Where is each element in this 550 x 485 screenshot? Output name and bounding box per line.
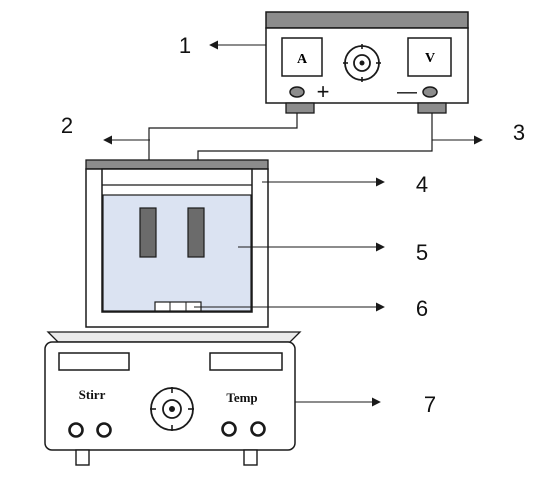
positive-terminal — [289, 86, 305, 98]
temp-label: Temp — [226, 390, 257, 405]
callout-1: 1 — [179, 33, 191, 58]
ammeter-label: A — [297, 52, 308, 67]
stirrer-hotplate: Stirr Temp — [44, 331, 302, 466]
cell-lid — [85, 159, 269, 170]
voltmeter-label: V — [425, 51, 435, 66]
hotplate-foot-right — [243, 449, 258, 466]
voltmeter-display — [407, 37, 452, 77]
ammeter-display — [281, 37, 323, 77]
electrode-cathode — [187, 207, 205, 258]
callout-7: 7 — [424, 392, 436, 417]
hotplate-foot-left — [75, 449, 90, 466]
callout-numbers: 1 2 3 4 5 6 7 — [61, 33, 525, 417]
electrode-anode — [139, 207, 157, 258]
callout-4: 4 — [416, 172, 428, 197]
callout-2: 2 — [61, 113, 73, 138]
stirr-label: Stirr — [79, 387, 106, 402]
temp-display — [209, 352, 283, 371]
power-supply-top-panel — [265, 11, 469, 29]
stirr-display — [58, 352, 130, 371]
negative-terminal — [422, 86, 438, 98]
positive-sign: + — [317, 79, 330, 104]
stirrer-dial-icon — [150, 387, 194, 431]
stirr-knob-right — [96, 422, 112, 438]
callout-arrows — [103, 40, 483, 407]
electrochemical-cell — [85, 159, 269, 328]
hotplate-surface — [46, 331, 302, 343]
electrolyte-solution — [102, 194, 252, 312]
temp-knob-right — [250, 421, 266, 437]
temp-knob-left — [221, 421, 237, 437]
stirr-knob-left — [68, 422, 84, 438]
power-supply-foot-left — [285, 102, 315, 114]
callout-3: 3 — [513, 120, 525, 145]
power-supply-foot-right — [417, 102, 447, 114]
callout-6: 6 — [416, 296, 428, 321]
power-supply-dial-icon — [343, 44, 381, 82]
negative-sign: — — [397, 81, 417, 103]
power-supply: A V + — — [265, 11, 469, 114]
callout-5: 5 — [416, 240, 428, 265]
